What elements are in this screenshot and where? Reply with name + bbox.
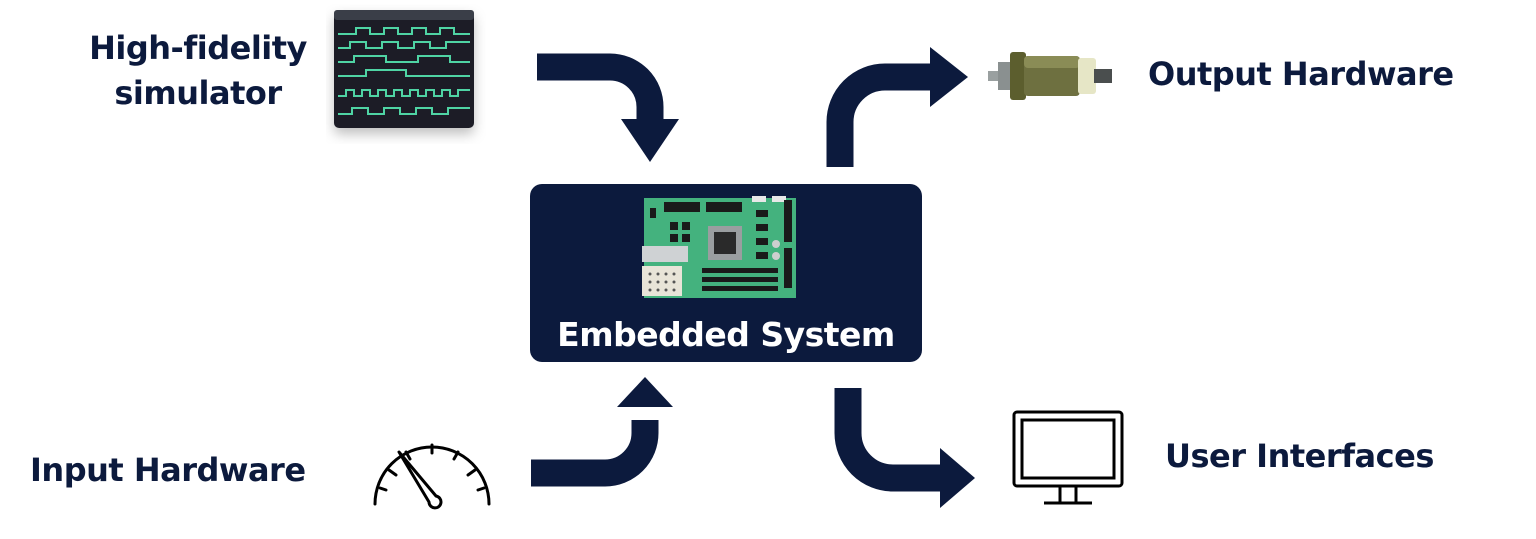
embedded-system-label: Embedded System xyxy=(557,315,895,354)
user-interfaces-label: User Interfaces xyxy=(1165,437,1434,475)
monitor-icon xyxy=(1012,410,1124,505)
circuit-board-icon xyxy=(642,196,796,298)
arrow-system-to-output xyxy=(826,63,930,167)
arrow-system-to-ui xyxy=(834,388,940,492)
arrowhead-output xyxy=(930,47,968,107)
simulator-label-line2: simulator xyxy=(114,73,282,112)
oscilloscope-icon xyxy=(334,10,474,128)
arrow-input-to-system xyxy=(531,420,659,487)
arrow-simulator-to-system xyxy=(537,53,664,120)
arrowhead-simulator xyxy=(621,119,679,162)
arrowhead-input xyxy=(617,377,673,407)
motor-icon xyxy=(988,52,1112,100)
input-hardware-label: Input Hardware xyxy=(30,451,306,489)
embedded-system-box: Embedded System xyxy=(530,184,922,362)
gauge-icon xyxy=(373,443,491,510)
simulator-label-line1: High-fidelity xyxy=(89,29,307,67)
simulator-label: High-fidelity simulator xyxy=(78,26,318,116)
arrowhead-ui xyxy=(940,448,975,508)
output-hardware-label: Output Hardware xyxy=(1148,55,1454,93)
